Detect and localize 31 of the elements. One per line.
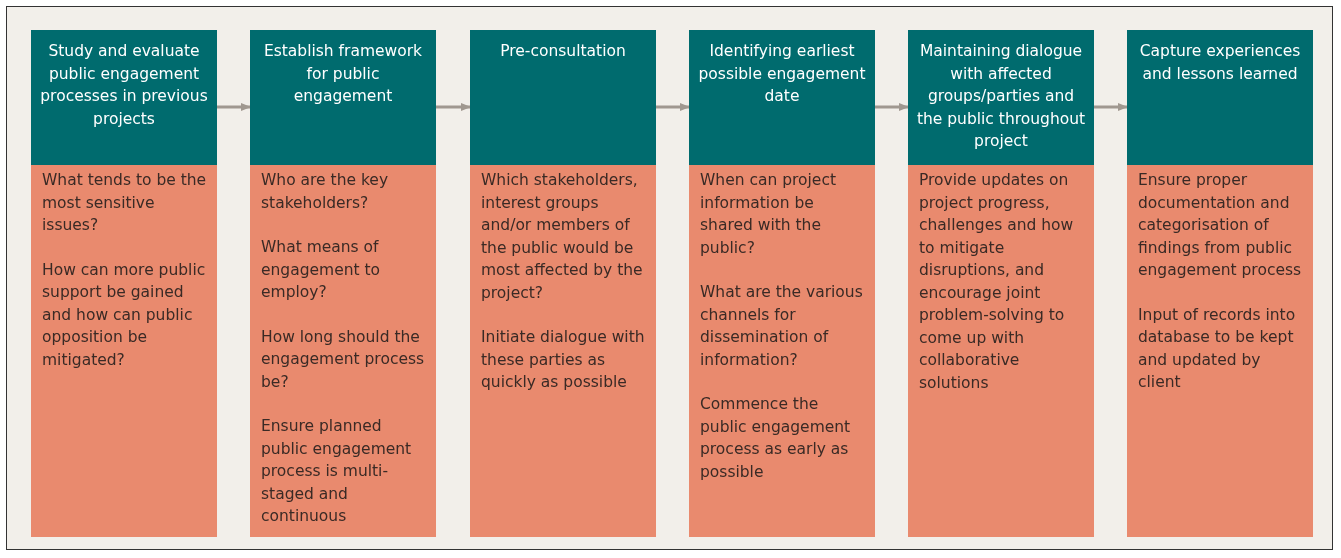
arrow (1094, 103, 1128, 111)
step-heading: Pre-consultation (470, 30, 656, 165)
arrow (436, 103, 471, 111)
step-question: How can more public support be gained and how can public opposition be mitigated? (42, 259, 207, 371)
step-heading: Maintaining dialogue with affected groups/parties and the public throughout project (908, 30, 1094, 165)
step-question: What are the various channels for dissemination of information? (700, 282, 864, 371)
process-column (1127, 30, 1313, 537)
step-question: Ensure planned public engagement process is multi-staged and continuous (261, 416, 413, 527)
arrow (656, 103, 690, 111)
step-question: What means of engagement to employ? (261, 237, 382, 303)
step-question: Who are the key stakeholders? (261, 170, 390, 214)
arrow (875, 103, 909, 111)
step-question: What tends to be the most sensitive issues? (42, 170, 208, 236)
arrow (217, 103, 251, 111)
process-column (689, 30, 875, 537)
step-heading: Study and evaluate public engagement processes in previous projects (31, 30, 217, 165)
step-question: How long should the engagement process be? (261, 326, 426, 393)
step-question: Ensure proper documentation and categorisation of findings from public engagement process (1138, 170, 1303, 281)
step-question: Provide updates on project progress, challenges and how to mitigate disruptions, and encourage joint problem-solving to come up with collaborative solutions (919, 170, 1075, 394)
process-column (908, 30, 1094, 537)
step-question: Which stakeholders, interest groups and/or members of the public would be most affected by the project? (481, 170, 644, 304)
step-heading: Identifying earliest possible engagement date (689, 30, 875, 165)
step-question: Input of records into database to be kept and updated by client (1138, 304, 1297, 393)
process-column (470, 30, 656, 537)
process-column (31, 30, 217, 537)
step-question: When can project information be shared with the public? (700, 170, 837, 259)
process-column (250, 30, 436, 537)
step-question: Commence the public engagement process as early as possible (700, 394, 852, 483)
step-question: Initiate dialogue with these parties as quickly as possible (481, 327, 646, 393)
step-heading: Capture experiences and lessons learned (1127, 30, 1313, 165)
step-heading: Establish framework for public engagement (250, 30, 436, 165)
